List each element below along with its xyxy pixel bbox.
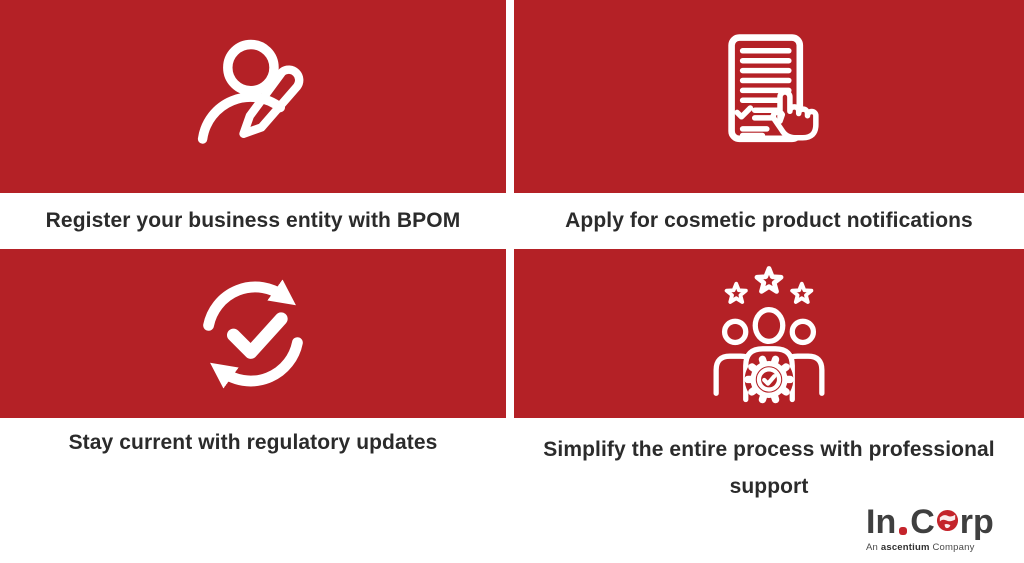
logo-text-c: C — [910, 503, 935, 541]
logo-text-rp: rp — [959, 503, 994, 541]
caption-updates: Stay current with regulatory updates — [68, 431, 438, 454]
globe-icon — [936, 504, 959, 538]
tagline-brand: ascentium — [880, 542, 930, 553]
team-gear-check-icon — [713, 265, 825, 404]
card-panel-notifications — [514, 0, 1024, 193]
logo-text-in: In — [866, 503, 897, 541]
caption-register: Register your business entity with BPOM — [45, 209, 461, 232]
card-panel-updates — [0, 249, 506, 418]
tagline-prefix: An — [866, 542, 881, 553]
logo-tagline: An ascentium Company — [866, 542, 975, 553]
caption-notifications: Apply for cosmetic product notifications — [565, 209, 973, 232]
incorp-logo: In C rp An ascentium Company — [866, 504, 1008, 553]
document-checklist-hand-icon — [728, 33, 819, 142]
incorp-wordmark: In C rp — [866, 504, 994, 539]
tagline-suffix: Company — [929, 542, 975, 553]
person-edit-icon — [197, 39, 304, 144]
logo-dot — [899, 527, 908, 535]
sync-check-icon — [203, 278, 303, 389]
card-panel-support — [514, 249, 1024, 418]
card-panel-register — [0, 0, 506, 193]
caption-support: Simplify the entire process with profess… — [543, 438, 995, 498]
